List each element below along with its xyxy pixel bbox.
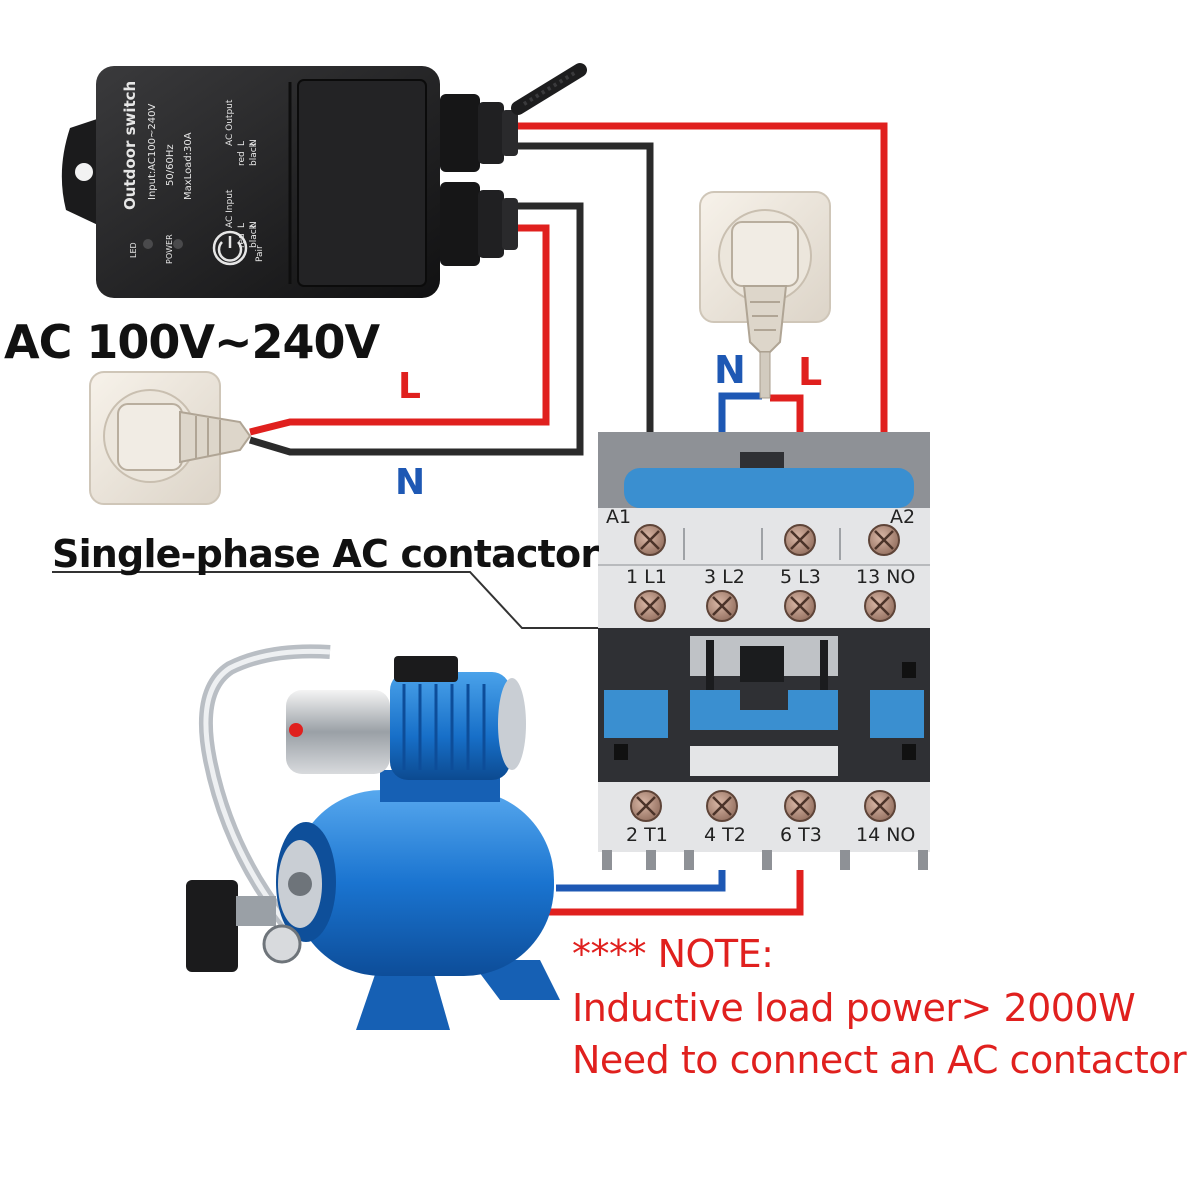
wire-input-live <box>249 224 550 436</box>
note-heading: **** NOTE: <box>572 932 774 976</box>
water-pump <box>186 644 560 1030</box>
contactor-title: Single-phase AC contactor <box>52 532 599 576</box>
switch-spec-freq: 50/60Hz <box>165 144 176 186</box>
terminal-a1: A1 <box>606 506 632 528</box>
terminal-5-l3: 5 L3 <box>780 566 821 588</box>
terminal-4-t2: 4 T2 <box>704 824 746 846</box>
terminal-1-l1: 1 L1 <box>626 566 667 588</box>
input-terminal-black: black <box>249 223 259 248</box>
output-terminal-ac: AC Output <box>225 99 235 146</box>
wire-output-neutral <box>518 142 654 540</box>
input-terminal-ac: AC Input <box>225 189 235 228</box>
screw-l1 <box>634 590 666 622</box>
output-terminal-red: red <box>237 151 247 166</box>
pair-button[interactable] <box>212 230 248 266</box>
input-terminal-red: red <box>237 233 247 248</box>
cable-gland-top <box>440 94 518 172</box>
led-label: LED <box>129 242 138 258</box>
contactor-pointer-line <box>52 571 598 629</box>
screw-a2 <box>868 524 900 556</box>
input-terminal-l: L <box>237 223 247 228</box>
screw-t1 <box>630 790 662 822</box>
left-neutral-label: N <box>395 462 426 503</box>
pair-label: Pair <box>255 245 265 262</box>
power-symbol-icon <box>217 241 243 262</box>
outdoor-switch-device: Outdoor switch Input:AC100~240V 50/60Hz … <box>61 63 587 298</box>
power-voltage-label: AC 100V~240V <box>4 315 380 369</box>
screw-l2 <box>706 590 738 622</box>
cable-gland-bottom <box>440 182 518 266</box>
right-wall-socket <box>699 191 831 399</box>
wires <box>248 122 888 916</box>
terminal-3-l2: 3 L2 <box>704 566 745 588</box>
screw-l3 <box>784 590 816 622</box>
screw-14no <box>864 790 896 822</box>
screw-t3 <box>784 790 816 822</box>
terminal-14-no: 14 NO <box>856 824 916 846</box>
screw-t2 <box>706 790 738 822</box>
wire-output-live <box>518 122 888 540</box>
left-live-label: L <box>398 366 421 407</box>
ac-contactor <box>598 432 930 870</box>
wire-input-neutral <box>248 202 584 456</box>
right-live-label: L <box>798 350 823 394</box>
output-terminal-l: L <box>237 141 247 146</box>
power-indicator <box>173 239 183 249</box>
screw-mid-top <box>784 524 816 556</box>
terminal-2-t1: 2 T1 <box>626 824 668 846</box>
power-label: POWER <box>165 234 174 264</box>
switch-spec-load: MaxLoad:30A <box>183 132 194 200</box>
switch-spec-input: Input:AC100~240V <box>147 104 158 200</box>
right-neutral-label: N <box>714 348 746 392</box>
input-terminal-n: N <box>249 221 259 228</box>
screw-13no <box>864 590 896 622</box>
terminal-6-t3: 6 T3 <box>780 824 822 846</box>
output-terminal-n: N <box>249 139 259 146</box>
screw-a1 <box>634 524 666 556</box>
output-terminal-black: black <box>249 141 259 166</box>
note-line-contactor: Need to connect an AC contactor <box>572 1038 1187 1082</box>
switch-name-text: Outdoor switch <box>121 81 139 210</box>
left-wall-socket <box>89 371 252 505</box>
note-line-power: Inductive load power> 2000W <box>572 986 1136 1030</box>
terminal-13-no: 13 NO <box>856 566 916 588</box>
led-indicator <box>143 239 153 249</box>
contactor-screws <box>630 524 900 822</box>
terminal-a2: A2 <box>890 506 916 528</box>
